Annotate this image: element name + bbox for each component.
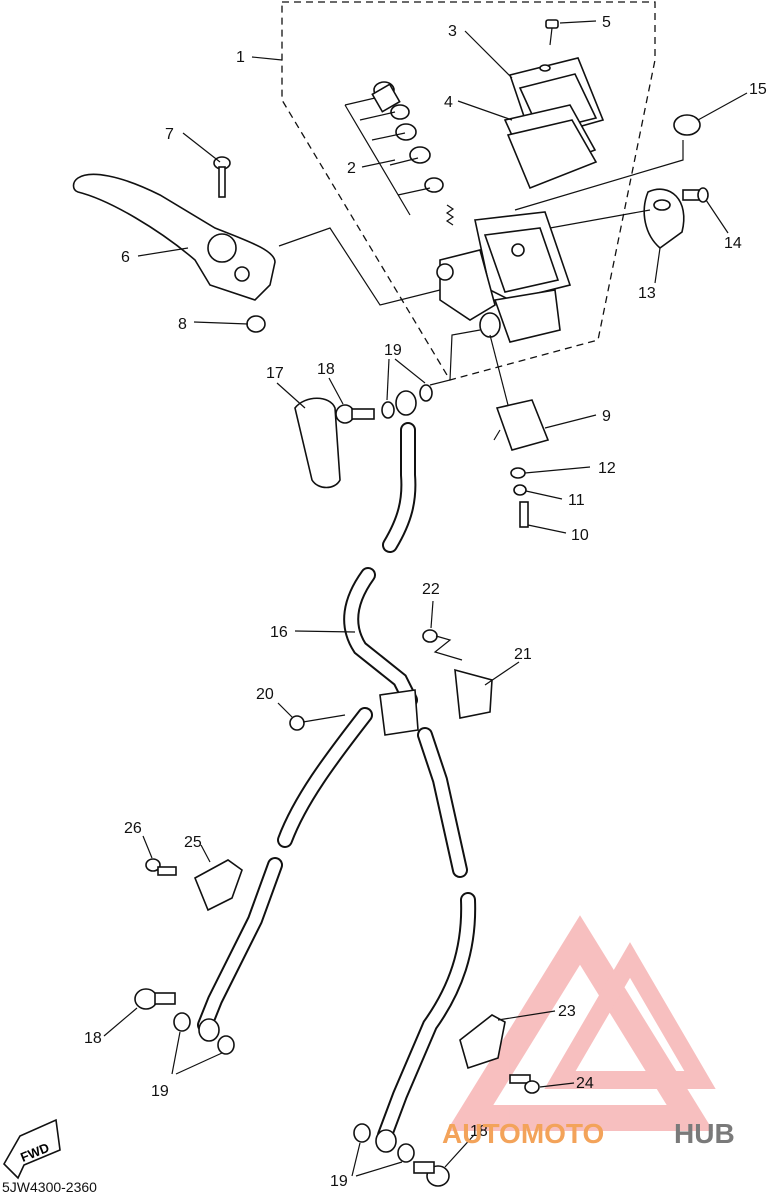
- callout-15: 15: [749, 81, 767, 98]
- callout-25: 25: [184, 834, 202, 851]
- callout-16: 16: [270, 624, 288, 641]
- bolt-22: [422, 629, 463, 661]
- callout-17: 17: [266, 365, 284, 382]
- union-bolt-18-right: [413, 1161, 450, 1187]
- callout-14: 14: [724, 235, 742, 252]
- callout-1: 1: [236, 49, 245, 66]
- reservoir-diaphragm: [503, 104, 598, 190]
- cap-15: [673, 114, 701, 136]
- callout-8: 8: [178, 316, 187, 333]
- brake-lever: [72, 173, 276, 301]
- watermark-brand-part1: AUTOMOTO: [442, 1118, 604, 1149]
- watermark-brand-part2: HUB: [674, 1118, 735, 1149]
- bracket-21: [454, 668, 493, 719]
- callout-12: 12: [598, 460, 616, 477]
- callout-21: 21: [514, 646, 532, 663]
- assembly-outline: [281, 1, 656, 381]
- callout-18-right: 18: [470, 1123, 488, 1140]
- callout-5: 5: [602, 14, 611, 31]
- bolt-26: [145, 858, 177, 876]
- pivot-bolt-7: [213, 156, 231, 198]
- callout-19-right: 19: [330, 1173, 348, 1190]
- bolt-24: [509, 1074, 540, 1094]
- callout-23: 23: [558, 1003, 576, 1020]
- callout-7: 7: [165, 126, 174, 143]
- callout-20: 20: [256, 686, 274, 703]
- brake-hose-16: [343, 422, 418, 708]
- union-bolt-18-top: [335, 404, 375, 424]
- screw-5: [545, 19, 559, 46]
- brake-switch: [493, 399, 550, 528]
- piston-kit: [344, 81, 455, 226]
- master-cylinder-body: [436, 211, 572, 343]
- callout-13: 13: [638, 285, 656, 302]
- holder-13: [643, 188, 685, 250]
- callout-18-left: 18: [84, 1030, 102, 1047]
- callouts: 1 2 3 4 5 6 7 8 9 10 11 12 13 14 15 16 1…: [84, 14, 767, 1190]
- brake-hose-right: [377, 727, 477, 1143]
- callout-24: 24: [576, 1075, 594, 1092]
- callout-19-left: 19: [151, 1083, 169, 1100]
- callout-22: 22: [422, 581, 440, 598]
- callout-10: 10: [571, 527, 589, 544]
- callout-6: 6: [121, 249, 130, 266]
- hose-joint: [379, 689, 419, 736]
- watermark-logo: [446, 915, 716, 1131]
- callout-3: 3: [448, 23, 457, 40]
- callout-11: 11: [568, 492, 585, 509]
- gasket-19-right: [353, 1123, 415, 1163]
- fwd-arrow-icon: FWD: [3, 1118, 61, 1180]
- bolt-20: [289, 714, 346, 731]
- brake-hose-left: [197, 707, 373, 1033]
- nut-8: [246, 315, 266, 333]
- callout-4: 4: [444, 94, 453, 111]
- gasket-19-top: [381, 384, 433, 419]
- callout-9: 9: [602, 408, 611, 425]
- watermark-text: AUTOMOTO HUB: [442, 1118, 735, 1149]
- callout-2: 2: [347, 160, 356, 177]
- clamp-23: [459, 1014, 506, 1070]
- callout-26: 26: [124, 820, 142, 837]
- callout-19-top: 19: [384, 342, 402, 359]
- union-bolt-18-left: [134, 988, 176, 1010]
- clamp-25: [193, 859, 243, 912]
- callout-18-top: 18: [317, 361, 335, 378]
- leader-lines: [103, 20, 748, 1177]
- bolt-14: [682, 187, 709, 203]
- boot-17: [294, 397, 341, 489]
- gasket-19-left: [173, 1012, 235, 1055]
- drawing-code: 5JW4300-2360: [2, 1179, 97, 1195]
